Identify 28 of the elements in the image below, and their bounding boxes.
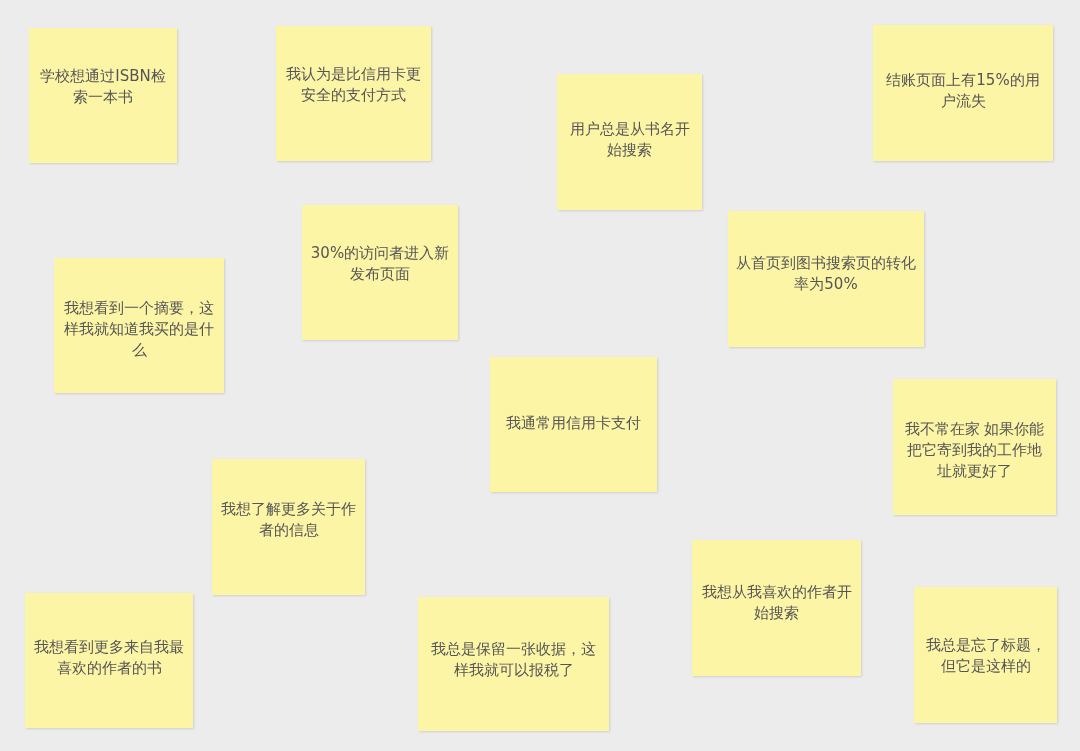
- note-text: 我想看到更多来自我最喜欢的作者的书: [33, 637, 185, 679]
- note-text: 我不常在家 如果你能把它寄到我的工作地址就更好了: [903, 419, 1046, 482]
- note-text: 用户总是从书名开始搜索: [568, 119, 691, 161]
- note-text: 结账页面上有15%的用户流失: [885, 70, 1041, 112]
- sticky-note: [490, 357, 657, 492]
- note-text: 我想从我喜欢的作者开始搜索: [700, 582, 853, 624]
- sticky-note: [29, 28, 177, 163]
- sticky-note: [25, 593, 193, 728]
- note-text: 我通常用信用卡支付: [505, 413, 642, 434]
- sticky-note: [692, 540, 861, 676]
- sticky-note: [276, 26, 431, 161]
- note-text: 我认为是比信用卡更安全的支付方式: [285, 64, 422, 106]
- sticky-note: [54, 258, 224, 393]
- note-text: 从首页到图书搜索页的转化率为50%: [736, 253, 916, 295]
- note-text: 30%的访问者进入新发布页面: [310, 243, 450, 285]
- sticky-note: [302, 205, 458, 340]
- note-text: 我总是保留一张收据，这样我就可以报税了: [430, 639, 597, 681]
- sticky-note: [873, 25, 1053, 161]
- note-text: 我想了解更多关于作者的信息: [220, 499, 357, 541]
- note-text: 学校想通过ISBN检索一本书: [39, 66, 167, 108]
- sticky-note: [557, 74, 702, 210]
- sticky-note: [893, 379, 1056, 515]
- sticky-note: [418, 597, 609, 731]
- sticky-note: [728, 211, 924, 347]
- sticky-note: [212, 459, 365, 595]
- sticky-note: [914, 587, 1057, 723]
- note-text: 我想看到一个摘要，这样我就知道我买的是什么: [63, 298, 215, 361]
- note-text: 我总是忘了标题，但它是这样的: [924, 635, 1047, 677]
